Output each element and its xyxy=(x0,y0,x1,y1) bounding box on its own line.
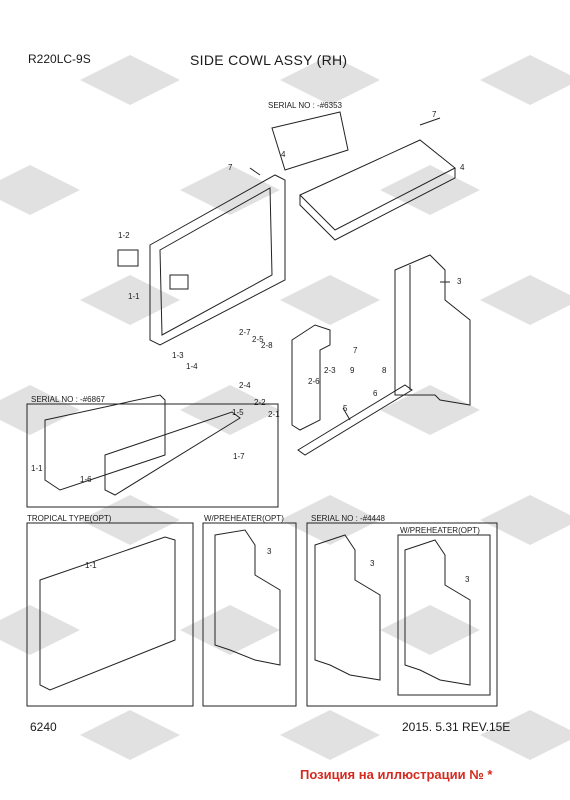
panel-3-preheater-2 xyxy=(405,540,470,685)
callout: 1-3 xyxy=(172,351,184,360)
callout: 2-7 xyxy=(239,328,251,337)
watermark-logo xyxy=(480,710,570,760)
callout: 3 xyxy=(370,559,375,568)
page-title: SIDE COWL ASSY (RH) xyxy=(190,52,348,68)
watermark-logo xyxy=(180,605,280,655)
callout: 3 xyxy=(267,547,272,556)
callout: 2-3 xyxy=(324,366,336,375)
panel-3-serial xyxy=(315,535,380,680)
serial-4448-box xyxy=(307,523,497,706)
leader-line xyxy=(343,408,350,420)
callout: 8 xyxy=(382,366,387,375)
callout: 2-8 xyxy=(261,341,273,350)
page-code: 6240 xyxy=(30,720,57,734)
watermark-logo xyxy=(0,385,80,435)
watermark-logo xyxy=(280,275,380,325)
revision-date: 2015. 5.31 REV.15E xyxy=(402,720,511,734)
panel-3-preheater xyxy=(215,530,280,665)
watermark-logo xyxy=(480,495,570,545)
preheater-box-1 xyxy=(203,523,296,706)
model-label: R220LC-9S xyxy=(28,52,91,66)
watermark-logo xyxy=(0,165,80,215)
callout: 1-2 xyxy=(118,231,130,240)
watermark-logo xyxy=(80,55,180,105)
watermark-logo xyxy=(180,165,280,215)
callout: 3 xyxy=(465,575,470,584)
callout: 5 xyxy=(343,404,348,413)
callout: 2-2 xyxy=(254,398,266,407)
watermark-logo xyxy=(180,385,280,435)
watermark-logo xyxy=(380,385,480,435)
watermark-logo xyxy=(480,275,570,325)
callout: 1-4 xyxy=(186,362,198,371)
callout: 7 xyxy=(353,346,358,355)
watermark-logo xyxy=(480,55,570,105)
panel-3 xyxy=(395,255,470,405)
callout: 3 xyxy=(457,277,462,286)
bracket-4-small xyxy=(272,112,348,170)
callout: 1-1 xyxy=(85,561,97,570)
callout: 6 xyxy=(373,389,378,398)
serial-6867-label: SERIAL NO : -#6867 xyxy=(31,395,105,404)
watermark-logo xyxy=(80,275,180,325)
preheater-box-2 xyxy=(398,535,490,695)
callout: 2-5 xyxy=(252,335,264,344)
leader-line xyxy=(420,118,440,125)
lock-1-2 xyxy=(118,250,138,266)
callout: 1-6 xyxy=(80,475,92,484)
callout: 9 xyxy=(350,366,355,375)
frame-2-1 xyxy=(292,325,330,430)
door-1-1-inner xyxy=(160,188,272,335)
callout: 4 xyxy=(460,163,465,172)
watermark-logo xyxy=(80,710,180,760)
watermark-logo xyxy=(280,710,380,760)
callout: 1-7 xyxy=(233,452,245,461)
callout: 2-6 xyxy=(308,377,320,386)
callout: 2-1 xyxy=(268,410,280,419)
watermark-logo xyxy=(280,55,380,105)
panel-1-5 xyxy=(105,412,240,495)
illustration-position-note: Позиция на иллюстрации № * xyxy=(300,767,493,782)
door-1-1-b xyxy=(45,395,165,490)
callout: 1-1 xyxy=(128,292,140,301)
callout: 7 xyxy=(432,110,437,119)
door-1-1-c xyxy=(40,537,175,690)
door-1-1-window xyxy=(170,275,188,289)
bracket-4-large xyxy=(300,140,455,230)
tropical-label: TROPICAL TYPE(OPT) xyxy=(27,514,112,523)
callout: 2-4 xyxy=(239,381,251,390)
tropical-box xyxy=(27,523,193,706)
serial-6867-box xyxy=(27,404,278,507)
callout: 1-1 xyxy=(31,464,43,473)
serial-4448-label: SERIAL NO : -#4448 xyxy=(311,514,385,523)
callout: 4 xyxy=(281,150,286,159)
bar-5 xyxy=(298,385,412,455)
bracket-4-large-side xyxy=(300,168,455,240)
door-1-1 xyxy=(150,175,285,345)
callout: 1-5 xyxy=(232,408,244,417)
callout: 7 xyxy=(228,163,233,172)
leader-line xyxy=(250,168,260,175)
watermark-logo xyxy=(280,495,380,545)
preheater-label-2: W/PREHEATER(OPT) xyxy=(400,526,480,535)
preheater-label-1: W/PREHEATER(OPT) xyxy=(204,514,284,523)
serial-6353-label: SERIAL NO : -#6353 xyxy=(268,101,342,110)
